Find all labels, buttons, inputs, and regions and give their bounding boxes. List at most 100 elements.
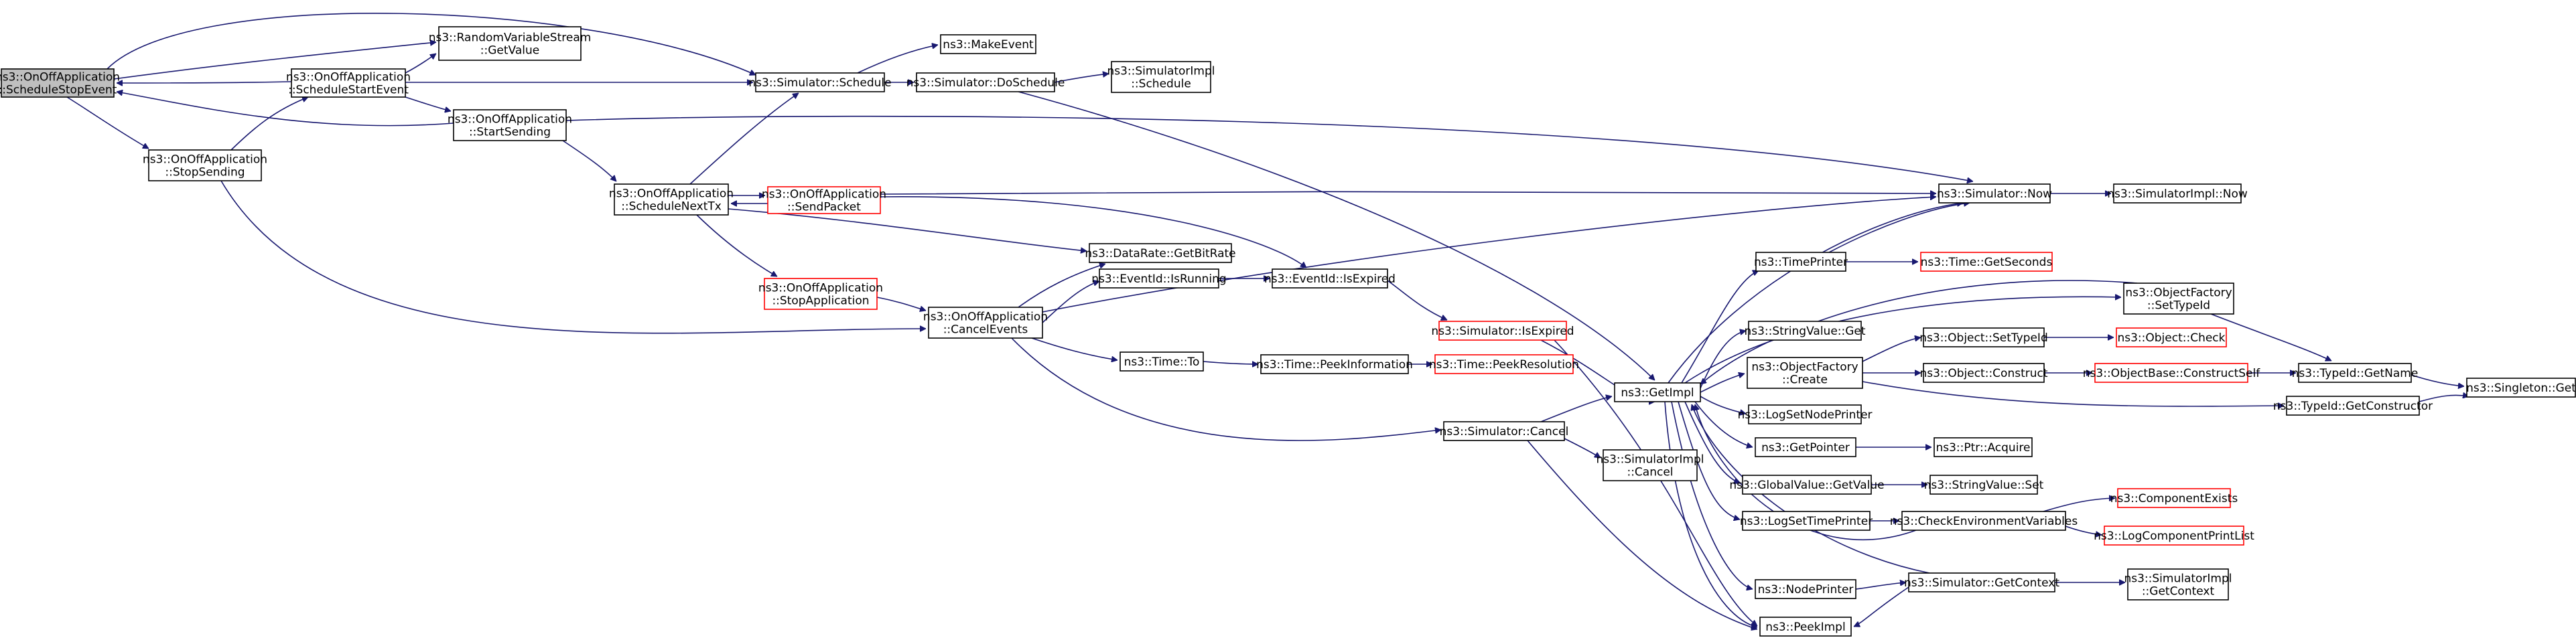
node-label: ns3::Object::SetTypeId	[1919, 331, 2048, 345]
node-label: ::GetContext	[2142, 585, 2215, 598]
edge-arrow	[1387, 280, 1447, 320]
node-n13[interactable]: ns3::OnOffApplication::StopApplication	[758, 278, 883, 310]
edge-n14-n15	[1042, 281, 1099, 323]
node-n38[interactable]: ns3::LogSetNodePrinter	[1737, 404, 1873, 424]
node-box	[1434, 354, 1574, 374]
node-box	[1120, 351, 1204, 372]
node-label: ns3::LogSetTimePrinter	[1740, 515, 1873, 528]
node-n20[interactable]: ns3::Time::PeekResolution	[1429, 354, 1579, 374]
edge-arrow	[2043, 498, 2115, 512]
node-box	[1603, 449, 1698, 481]
edge-arrow	[1554, 339, 1757, 627]
node-n43[interactable]: ns3::LogSetTimePrinter	[1740, 511, 1873, 531]
edge-arrow	[1564, 438, 1601, 459]
node-n7[interactable]: ns3::MakeEvent	[940, 34, 1036, 54]
nodes: ns3::OnOffApplication::ScheduleStopEvent…	[0, 26, 2576, 637]
node-n22[interactable]: ns3::SimulatorImpl::Cancel	[1596, 449, 1704, 481]
node-n34[interactable]: ns3::ObjectFactory::SetTypeId	[2123, 283, 2234, 315]
edge-arrow	[1527, 440, 1757, 629]
node-label: ns3::Simulator::IsExpired	[1431, 325, 1574, 338]
node-label: ns3::Simulator::GetContext	[1904, 576, 2059, 590]
node-label: ns3::Time::To	[1124, 355, 1200, 369]
node-n47[interactable]: ns3::NodePrinter	[1755, 579, 1856, 599]
node-n25[interactable]: ns3::SimulatorImpl::Now	[2107, 183, 2248, 204]
node-n39[interactable]: ns3::GetPointer	[1755, 437, 1856, 457]
node-n45[interactable]: ns3::ComponentExists	[2110, 488, 2238, 508]
node-n46[interactable]: ns3::LogComponentPrintList	[2094, 526, 2254, 546]
node-n14[interactable]: ns3::OnOffApplication::CancelEvents	[923, 307, 1048, 339]
node-n18[interactable]: ns3::Time::To	[1120, 351, 1204, 372]
edge-n23-n43	[1678, 401, 1740, 519]
node-box	[1759, 617, 1852, 637]
node-label: ::ScheduleStartEvent	[288, 84, 409, 97]
node-box	[2298, 363, 2412, 383]
edge-arrow	[876, 297, 926, 311]
node-label: ns3::OnOffApplication	[923, 311, 1048, 324]
edge-n21-n23	[1540, 396, 1612, 422]
node-n26[interactable]: ns3::TimePrinter	[1754, 252, 1848, 272]
edge-n1-n2	[113, 42, 436, 80]
node-box	[1929, 475, 2038, 495]
node-n11[interactable]: ns3::OnOffApplication::SendPacket	[762, 186, 886, 214]
node-n44[interactable]: ns3::CheckEnvironmentVariables	[1890, 511, 2078, 531]
node-n9[interactable]: ns3::SimulatorImpl::Schedule	[1107, 61, 1215, 93]
node-n6[interactable]: ns3::Simulator::Schedule	[748, 72, 892, 92]
node-n37[interactable]: ns3::TypeId::GetConstructor	[2273, 396, 2433, 416]
node-n23[interactable]: ns3::GetImpl	[1614, 382, 1701, 402]
node-box	[1260, 354, 1409, 374]
node-n2[interactable]: ns3::RandomVariableStream::GetValue	[429, 26, 592, 61]
node-n17[interactable]: ns3::Simulator::IsExpired	[1431, 321, 1574, 341]
node-n1[interactable]: ns3::OnOffApplication::ScheduleStopEvent	[0, 68, 120, 98]
node-n24[interactable]: ns3::Simulator::Now	[1937, 183, 2052, 204]
node-n48[interactable]: ns3::Simulator::GetContext	[1904, 572, 2059, 592]
node-n27[interactable]: ns3::Time::GetSeconds	[1920, 252, 2053, 272]
node-n16[interactable]: ns3::EventId::IsExpired	[1264, 268, 1396, 289]
node-n8[interactable]: ns3::Simulator::DoSchedule	[906, 72, 1065, 92]
edge-n23-n26	[1681, 270, 1759, 384]
node-n42[interactable]: ns3::StringValue::Set	[1924, 475, 2044, 495]
node-box	[1923, 363, 2045, 383]
node-n30[interactable]: ns3::Object::SetTypeId	[1919, 327, 2048, 347]
node-label: ns3::GetPointer	[1761, 441, 1850, 455]
node-box	[1901, 511, 2066, 531]
node-n33[interactable]: ns3::ObjectBase::ConstructSelf	[2083, 363, 2260, 383]
node-n36[interactable]: ns3::Singleton::Get	[2466, 378, 2576, 398]
node-label: ::Schedule	[1131, 78, 1191, 91]
node-n28[interactable]: ns3::StringValue::Get	[1744, 321, 1866, 341]
node-box	[2113, 183, 2242, 204]
node-box	[1089, 243, 1232, 263]
edge-n29-n37	[1862, 381, 2284, 406]
node-label: ns3::Simulator::DoSchedule	[906, 76, 1065, 90]
node-n4[interactable]: ns3::OnOffApplication::StartSending	[448, 109, 572, 141]
edge-arrow	[405, 53, 436, 74]
node-box	[1748, 321, 1862, 341]
node-n19[interactable]: ns3::Time::PeekInformation	[1256, 354, 1413, 374]
node-n50[interactable]: ns3::PeekImpl	[1759, 617, 1852, 637]
node-n49[interactable]: ns3::SimulatorImpl::GetContext	[2124, 568, 2232, 601]
node-n15[interactable]: ns3::EventId::IsRunning	[1091, 268, 1227, 289]
node-label: ns3::GlobalValue::GetValue	[1729, 479, 1884, 492]
node-n10[interactable]: ns3::OnOffApplication::ScheduleNextTx	[609, 183, 734, 216]
node-label: ::SetTypeId	[2147, 299, 2210, 313]
node-label: ns3::Time::GetSeconds	[1921, 256, 2053, 269]
edge-n35-n36	[2411, 374, 2464, 386]
node-n29[interactable]: ns3::ObjectFactory::Create	[1747, 357, 1863, 389]
node-n3[interactable]: ns3::OnOffApplication::ScheduleStartEven…	[286, 68, 411, 98]
node-n32[interactable]: ns3::Object::Construct	[1919, 363, 2048, 383]
edge-n34-n35	[2210, 313, 2331, 362]
node-n21[interactable]: ns3::Simulator::Cancel	[1440, 421, 1569, 441]
node-n40[interactable]: ns3::Ptr::Acquire	[1934, 437, 2033, 457]
edge-n4-n24	[565, 115, 1973, 181]
edge-arrow	[1700, 374, 1745, 393]
node-label: ns3::ObjectBase::ConstructSelf	[2083, 367, 2260, 380]
edge-n14-n12	[1018, 264, 1105, 308]
node-n35[interactable]: ns3::TypeId::GetName	[2292, 363, 2419, 383]
edge-n4-n1	[117, 92, 454, 127]
node-n31[interactable]: ns3::Object::Check	[2116, 327, 2227, 347]
node-n12[interactable]: ns3::DataRate::GetBitRate	[1085, 243, 1236, 263]
node-box	[1755, 437, 1856, 457]
node-n5[interactable]: ns3::OnOffApplication::StopSending	[143, 149, 267, 181]
node-n41[interactable]: ns3::GlobalValue::GetValue	[1729, 475, 1885, 495]
edge-n23-n39	[1694, 401, 1753, 447]
edge-n8-n9	[1054, 74, 1109, 83]
